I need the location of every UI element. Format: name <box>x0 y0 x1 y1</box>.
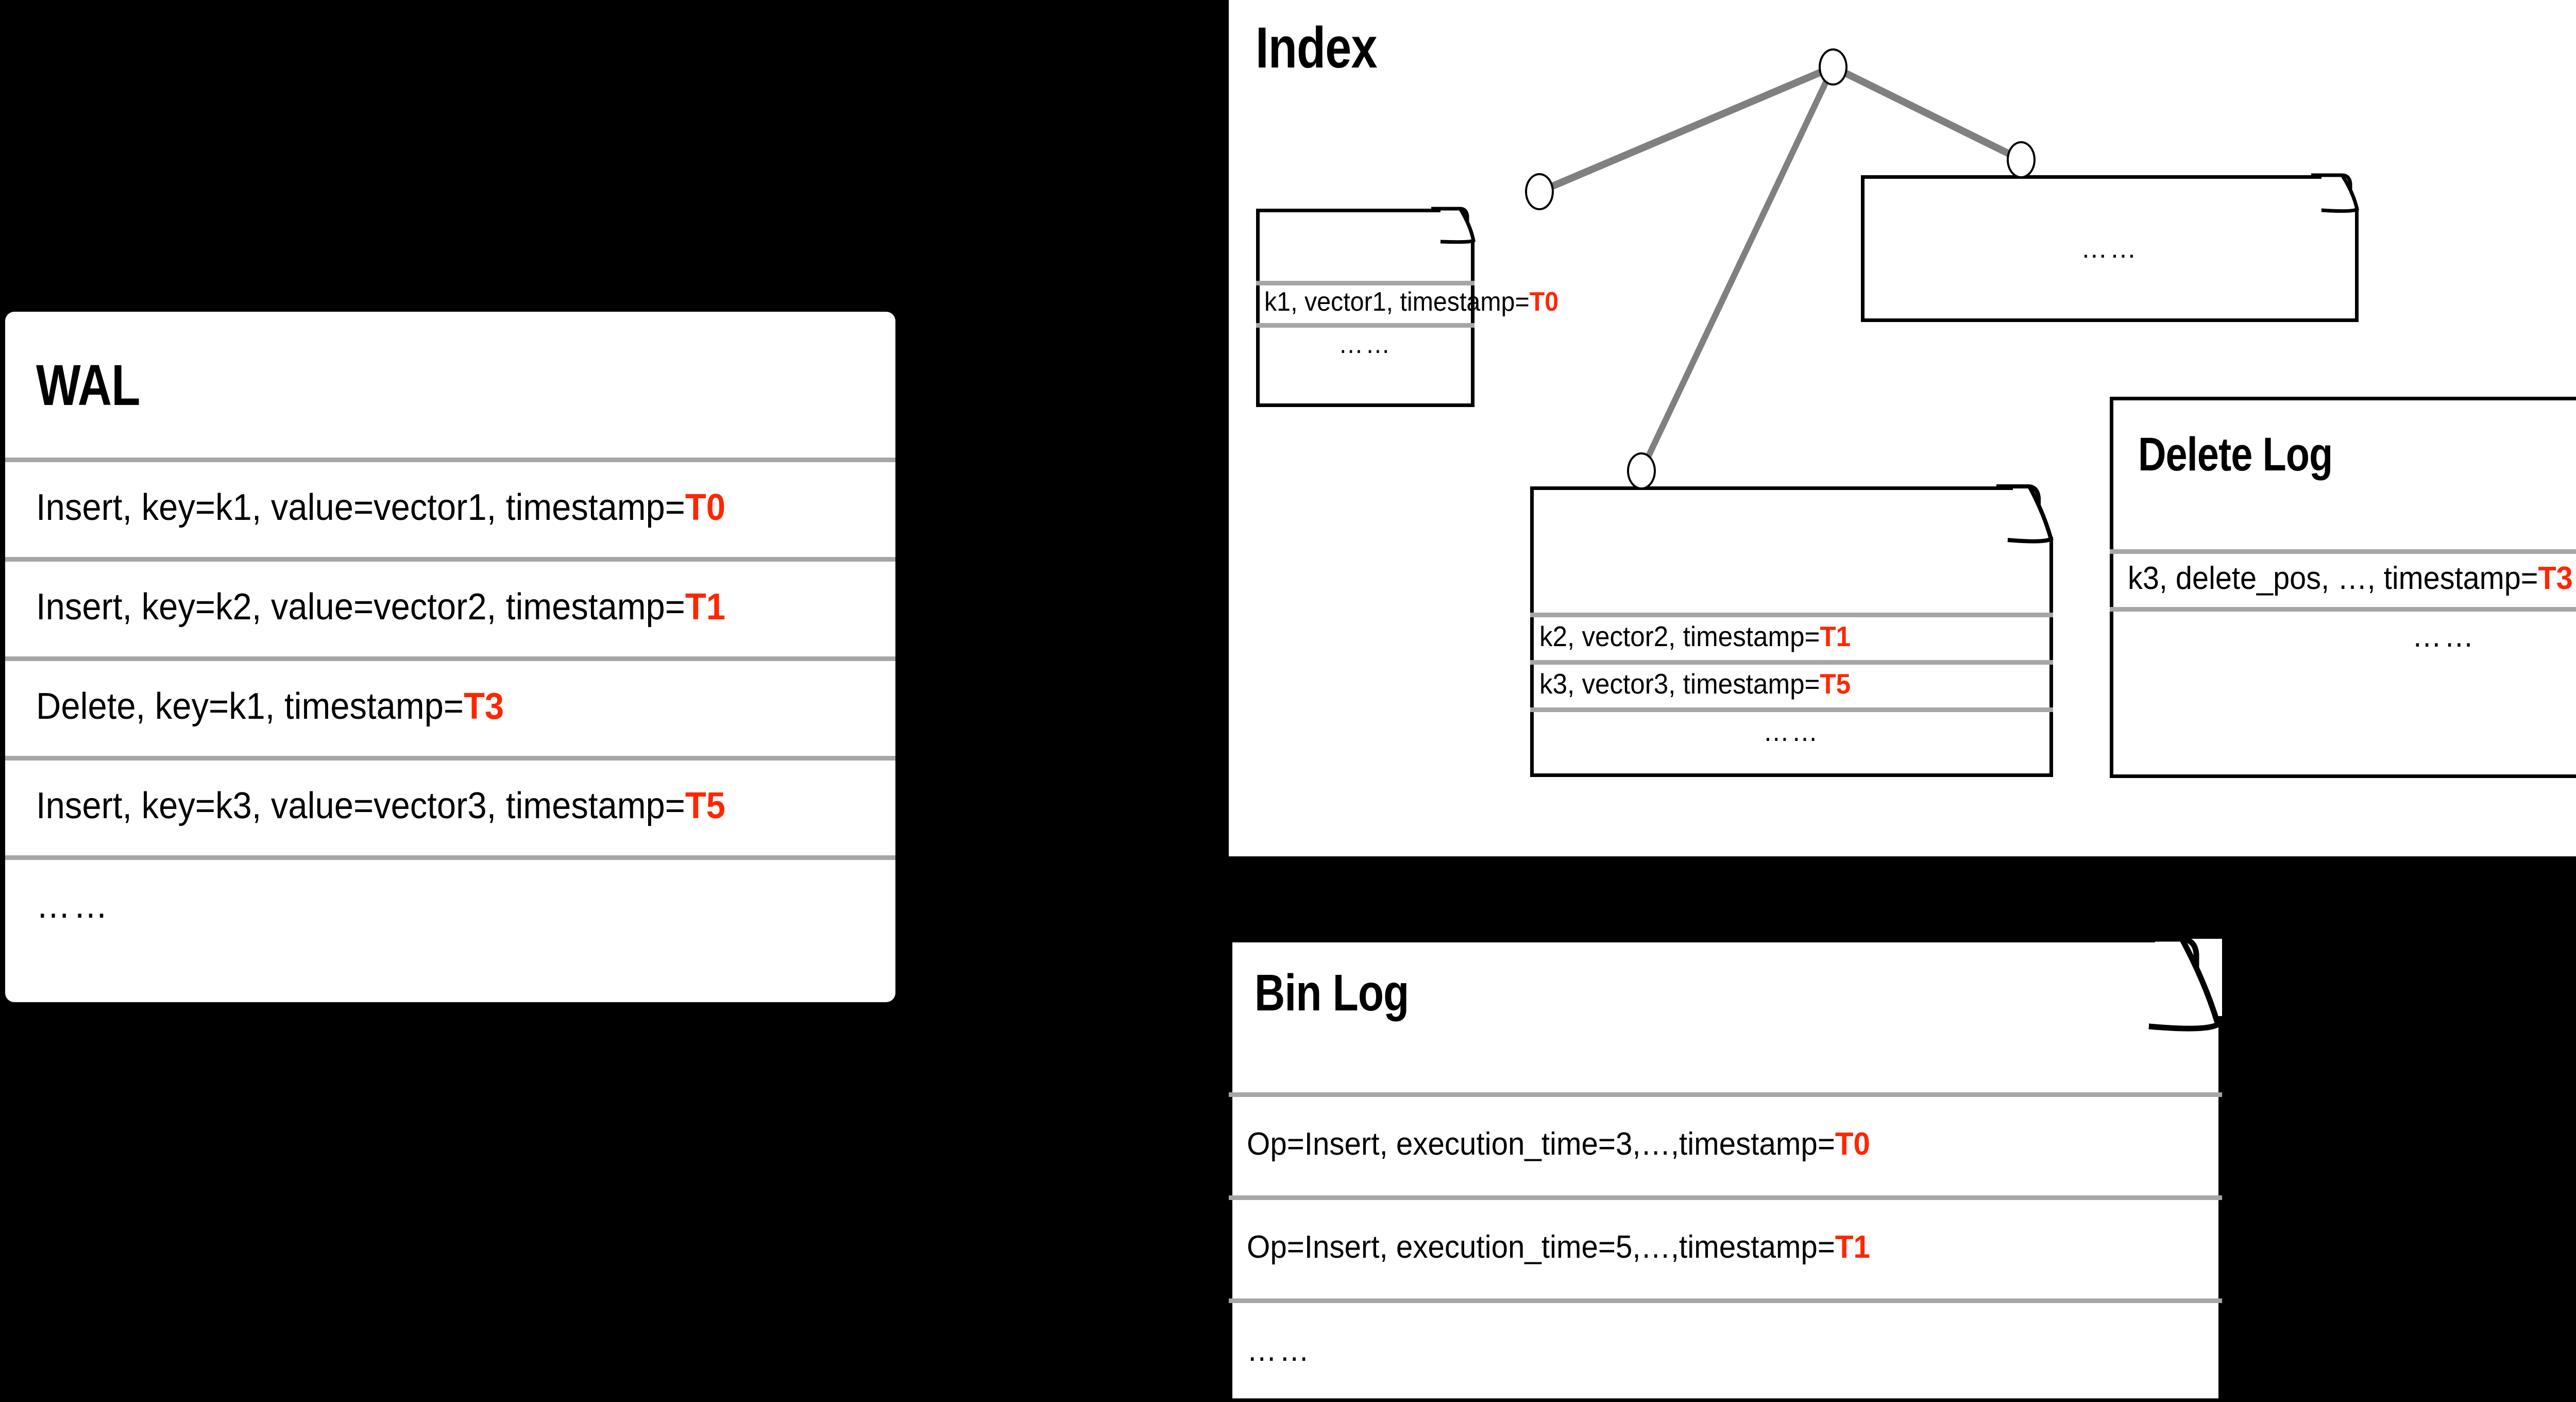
doc-body <box>2110 397 2576 778</box>
index-title: Index <box>1256 15 1378 80</box>
delete-log-title: Delete Log <box>2138 428 2333 481</box>
row-divider <box>5 855 895 860</box>
delete-log-row-text: k3, delete_pos, …, timestamp=T3 <box>2128 560 2573 596</box>
index-leaf-node-k1: k1, vector1, timestamp=T0 …… <box>1256 207 1558 407</box>
row-divider <box>1229 1195 2222 1200</box>
timestamp-value: T0 <box>1835 1126 1870 1162</box>
wal-row: Delete, key=k1, timestamp=T3 <box>5 656 895 756</box>
bin-log-row: Op=Insert, execution_time=5,…,timestamp=… <box>1229 1195 2222 1298</box>
row-divider <box>1256 281 1475 285</box>
bin-log-row: Op=Insert, execution_time=3,…,timestamp=… <box>1229 1092 2222 1195</box>
wal-row-list: Insert, key=k1, value=vector1, timestamp… <box>5 458 895 955</box>
timestamp-value: T3 <box>2538 560 2573 596</box>
doc-body <box>1229 939 2222 1402</box>
doc1-row-list: k1, vector1, timestamp=T0 …… <box>1256 281 1558 365</box>
wal-row-text: Delete, key=k1, timestamp=T3 <box>36 685 504 727</box>
timestamp-value: T5 <box>1820 668 1851 700</box>
row-divider <box>5 458 895 462</box>
doc-body <box>1256 209 1475 407</box>
wal-row-text: Insert, key=k3, value=vector3, timestamp… <box>36 785 725 826</box>
doc3-row: k2, vector2, timestamp=T1 <box>1530 613 2053 660</box>
dog-ear-fold-icon <box>1996 484 2054 544</box>
delete-log-row: …… <box>2110 607 2576 665</box>
delete-log-row-list: k3, delete_pos, …, timestamp=T3 …… <box>2110 549 2576 665</box>
wal-row-text: Insert, key=k2, value=vector2, timestamp… <box>36 586 725 628</box>
doc-body <box>1861 175 2359 322</box>
tree-node-bottom <box>1627 452 1656 489</box>
bin-log-row: …… <box>1229 1298 2222 1401</box>
row-divider <box>2110 607 2576 612</box>
row-divider <box>1530 660 2053 665</box>
row-divider <box>5 656 895 661</box>
timestamp-value: T3 <box>463 685 504 727</box>
timestamp-value: T0 <box>1529 287 1559 317</box>
bin-log-title: Bin Log <box>1255 964 1409 1022</box>
delete-log-panel: Delete Log k3, delete_pos, …, timestamp=… <box>2110 397 2576 778</box>
row-divider <box>1229 1298 2222 1303</box>
timestamp-value: T1 <box>1835 1229 1870 1265</box>
doc1-row-ellipsis: …… <box>1338 329 1393 359</box>
doc1-row-text: k1, vector1, timestamp=T0 <box>1264 287 1559 317</box>
row-divider <box>2110 549 2576 554</box>
bin-log-panel: Bin Log Op=Insert, execution_time=3,…,ti… <box>1229 936 2222 1402</box>
row-divider <box>1530 613 2053 617</box>
tree-node-root <box>1819 48 1848 86</box>
doc2-ellipsis: …… <box>2080 233 2139 264</box>
dog-ear-fold-icon <box>2130 936 2222 1032</box>
delete-log-row: k3, delete_pos, …, timestamp=T3 <box>2110 549 2576 607</box>
timestamp-value: T5 <box>685 785 725 826</box>
dog-ear-fold-icon <box>2311 173 2359 213</box>
delete-log-row-ellipsis: …… <box>2412 618 2476 654</box>
bin-log-row-list: Op=Insert, execution_time=3,…,timestamp=… <box>1229 1092 2222 1401</box>
wal-row: Insert, key=k2, value=vector2, timestamp… <box>5 557 895 656</box>
wal-row: Insert, key=k1, value=vector1, timestamp… <box>5 458 895 557</box>
index-leaf-node-placeholder: …… <box>1861 173 2359 322</box>
dog-ear-fold-icon <box>1431 207 1476 244</box>
doc3-row-text: k2, vector2, timestamp=T1 <box>1539 620 1851 652</box>
wal-panel: WAL Insert, key=k1, value=vector1, times… <box>5 312 895 1002</box>
tree-node-right <box>2007 141 2036 178</box>
timestamp-value: T0 <box>685 486 725 528</box>
doc3-row: k3, vector3, timestamp=T5 <box>1530 660 2053 707</box>
tree-node-left <box>1525 173 1554 210</box>
bin-log-row-ellipsis: …… <box>1247 1332 1312 1368</box>
doc3-row-list: k2, vector2, timestamp=T1 k3, vector3, t… <box>1530 613 2053 755</box>
timestamp-value: T1 <box>685 586 725 628</box>
doc1-row: k1, vector1, timestamp=T0 <box>1256 281 1558 323</box>
doc3-row: …… <box>1530 707 2053 755</box>
doc3-row-text: k3, vector3, timestamp=T5 <box>1539 668 1851 700</box>
bin-log-row-text: Op=Insert, execution_time=5,…,timestamp=… <box>1247 1229 1870 1265</box>
doc-body <box>1530 486 2053 777</box>
wal-row: Insert, key=k3, value=vector3, timestamp… <box>5 756 895 855</box>
row-divider <box>5 557 895 562</box>
wal-row-ellipsis: …… <box>36 884 111 926</box>
bin-log-row-text: Op=Insert, execution_time=3,…,timestamp=… <box>1247 1126 1870 1162</box>
doc1-row: …… <box>1256 323 1475 365</box>
row-divider <box>5 756 895 761</box>
wal-row-text: Insert, key=k1, value=vector1, timestamp… <box>36 486 725 528</box>
doc3-row-ellipsis: …… <box>1763 715 1820 747</box>
row-divider <box>1229 1092 2222 1097</box>
row-divider <box>1530 707 2053 712</box>
wal-row: …… <box>5 855 895 955</box>
row-divider <box>1256 323 1475 328</box>
wal-title: WAL <box>36 353 140 417</box>
timestamp-value: T1 <box>1820 620 1851 652</box>
index-leaf-node-k2-k3: k2, vector2, timestamp=T1 k3, vector3, t… <box>1530 484 2054 777</box>
